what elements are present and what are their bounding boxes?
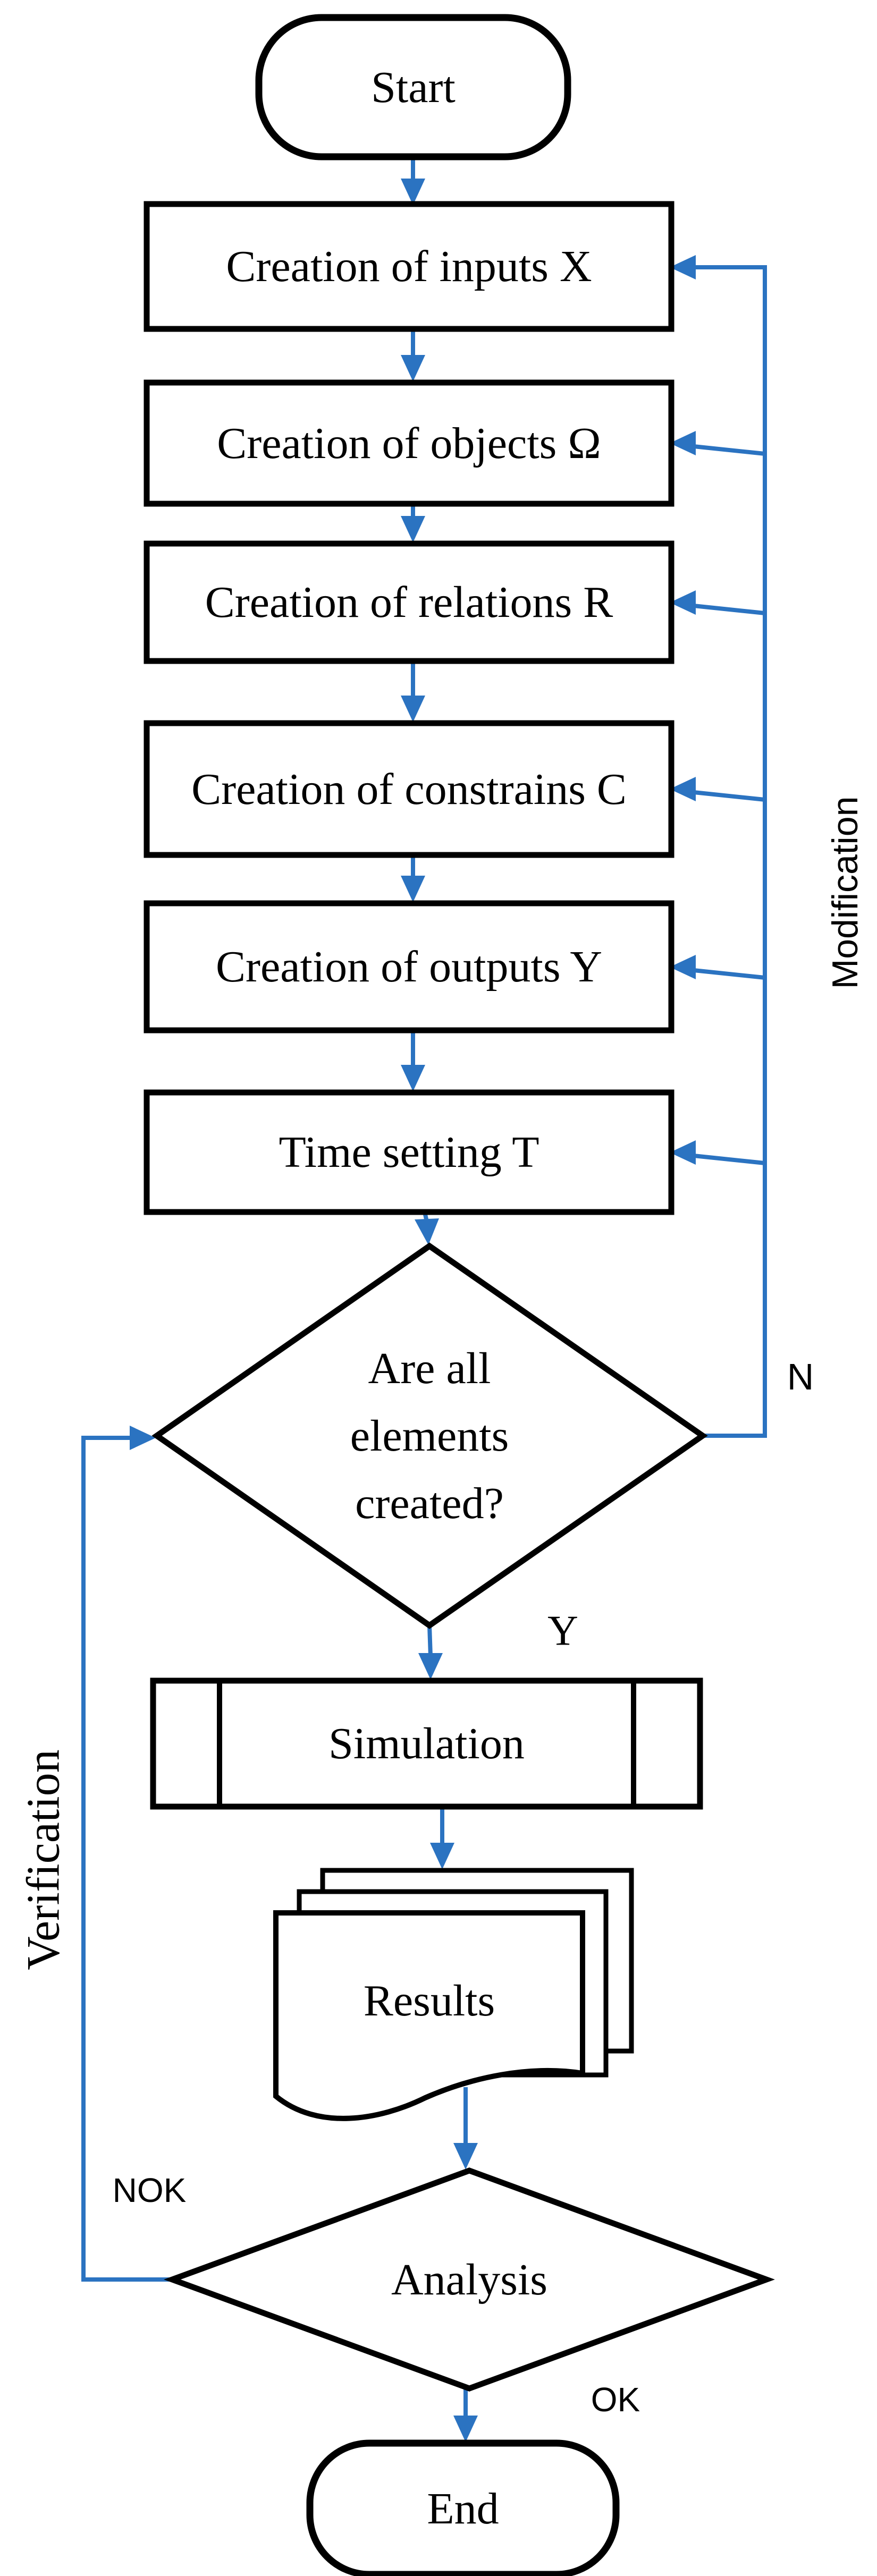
relations-node-shape [144, 540, 674, 664]
edge-outputs-to-time [401, 1030, 425, 1091]
analysis-node-shape [164, 2167, 775, 2392]
edge-label-y: Y [547, 1607, 578, 1655]
edge-objects-to-relations [401, 504, 425, 543]
simulation-node-shape [150, 1677, 703, 1810]
relations-label: Creation of relations R [205, 578, 613, 627]
edge-analysis-to-end [453, 2388, 478, 2442]
arrowhead-into-inputs [670, 255, 696, 279]
start-label: Start [371, 62, 456, 112]
edge-decision-to-simulation [418, 1625, 443, 1680]
decision-elements-label-line3: created? [355, 1478, 504, 1528]
edge-inputs-to-objects [401, 329, 425, 382]
decision-elements-label: Are all elements created? [270, 1246, 589, 1625]
edge-start-to-inputs [401, 157, 425, 205]
edge-verification-loop [81, 1426, 172, 2282]
nodes [144, 14, 775, 2576]
edge-modification-branch-outputs [670, 955, 765, 980]
end-node-shape [306, 2439, 620, 2576]
modification-side-label: Modification [825, 796, 865, 989]
arrowhead-into-decision-left [130, 1426, 156, 1450]
edge-time-to-decision [415, 1211, 439, 1245]
edge-modification-branch-relations [670, 590, 765, 615]
analysis-label: Analysis [391, 2255, 547, 2304]
connectors [81, 157, 767, 2442]
time-node-shape [144, 1089, 674, 1215]
outputs-label: Creation of outputs Y [215, 942, 603, 992]
edge-constrains-to-outputs [401, 855, 425, 902]
objects-node-shape [144, 379, 674, 507]
edge-modification-branch-constrains [670, 777, 765, 802]
edge-modification-loop [670, 255, 767, 1438]
edge-label-n: N [787, 1356, 814, 1397]
decision-elements-label-line1: Are all [368, 1343, 491, 1393]
results-document-front [273, 1910, 585, 2121]
edge-label-nok: NOK [112, 2171, 187, 2209]
simulation-label: Simulation [328, 1719, 525, 1768]
results-label: Results [363, 1976, 495, 2026]
verification-side-label: Verification [18, 1749, 70, 1970]
edge-label-ok: OK [591, 2380, 640, 2419]
edge-modification-branch-objects [670, 431, 765, 456]
edge-modification-branch-time [670, 1140, 765, 1165]
inputs-label: Creation of inputs X [226, 242, 592, 291]
edge-simulation-to-results [430, 1807, 454, 1869]
edge-results-to-analysis [453, 2087, 478, 2170]
time-label: Time setting T [279, 1128, 539, 1177]
edge-relations-to-constrains [401, 661, 425, 722]
constrains-label: Creation of constrains C [191, 764, 627, 814]
outputs-node-shape [144, 900, 674, 1033]
objects-label: Creation of objects Ω [217, 418, 601, 468]
end-label: End [427, 2484, 499, 2533]
constrains-node-shape [144, 720, 674, 858]
decision-elements-label-line2: elements [350, 1411, 509, 1461]
decision-elements-shape [151, 1242, 708, 1629]
start-node-shape [255, 14, 571, 160]
inputs-node-shape [144, 201, 674, 332]
